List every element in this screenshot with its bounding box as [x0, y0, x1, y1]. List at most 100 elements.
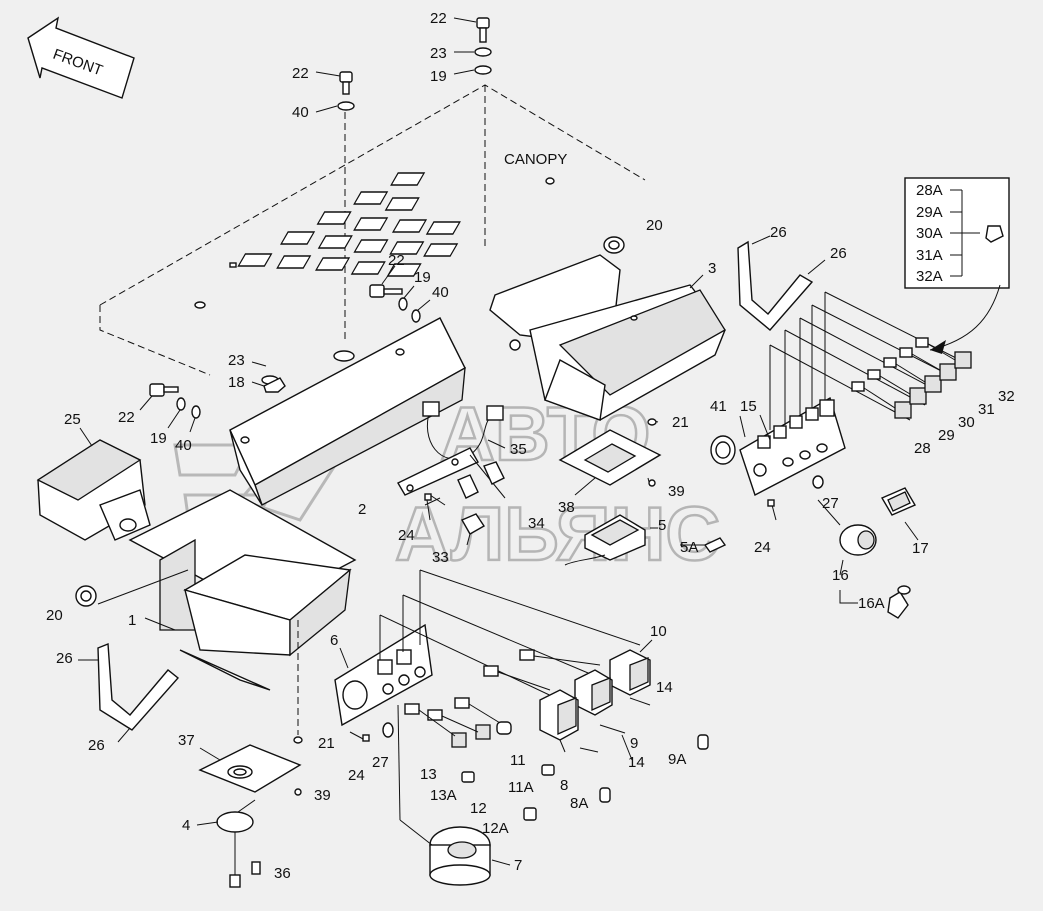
callout-20b: 20 — [646, 217, 663, 234]
callout-21b: 21 — [318, 735, 335, 752]
ignition-16 — [817, 499, 911, 619]
callout-22c: 22 — [388, 252, 405, 269]
callout-25: 25 — [64, 411, 81, 428]
callout-17: 17 — [912, 540, 929, 557]
callout-26c: 26 — [56, 650, 73, 667]
variant-32a: 32A — [916, 268, 943, 285]
callout-1: 1 — [128, 612, 136, 629]
callout-39a: 39 — [668, 483, 685, 500]
callout-7: 7 — [514, 857, 522, 874]
callout-23b: 23 — [228, 352, 245, 369]
screws-14 — [579, 697, 651, 761]
callout-9: 9 — [630, 735, 638, 752]
callout-29: 29 — [938, 427, 955, 444]
small-hardware-21-39 — [293, 418, 657, 796]
channel-26-left — [78, 642, 180, 743]
connector-30 — [883, 357, 942, 393]
callout-24c: 24 — [348, 767, 365, 784]
switch-17 — [880, 487, 919, 541]
callout-12a: 12A — [482, 820, 509, 837]
callout-14a: 14 — [656, 679, 673, 696]
variant-29a: 29A — [916, 204, 943, 221]
tray-38 — [558, 419, 662, 496]
callout-31: 31 — [978, 401, 995, 418]
callout-16: 16 — [832, 567, 849, 584]
callout-28: 28 — [914, 440, 931, 457]
connector-31 — [899, 347, 957, 381]
callout-3: 3 — [708, 260, 716, 277]
canopy-vent-slots — [237, 172, 461, 277]
callout-36: 36 — [274, 865, 291, 882]
callout-18: 18 — [228, 374, 245, 391]
callout-24b: 24 — [754, 539, 771, 556]
variant-28a: 28A — [916, 182, 943, 199]
bolt-22b — [339, 71, 353, 83]
cup-holder-7 — [397, 704, 511, 886]
callout-21a: 21 — [672, 414, 689, 431]
callout-22d: 22 — [118, 409, 135, 426]
bulbs — [461, 721, 709, 821]
connectors-28-32 — [769, 291, 972, 430]
callout-8: 8 — [560, 777, 568, 794]
callout-11a: 11A — [508, 779, 534, 796]
main-bracket-2 — [229, 317, 466, 506]
callout-22a: 22 — [430, 10, 447, 27]
callout-14b: 14 — [628, 754, 645, 771]
callout-35: 35 — [510, 441, 527, 458]
callout-20a: 20 — [46, 607, 63, 624]
lamp-housing-25 — [36, 427, 151, 541]
housing-3 — [489, 236, 726, 421]
watermark-line2: АЛЬЯНС — [395, 492, 720, 577]
connector-29 — [867, 369, 927, 405]
callout-24a: 24 — [398, 527, 415, 544]
callout-23a: 23 — [430, 45, 447, 62]
relay-8 — [539, 689, 579, 753]
callout-19a: 19 — [430, 68, 447, 85]
canopy-label: CANOPY — [504, 151, 567, 168]
variant-31a: 31A — [916, 247, 943, 264]
callout-27b: 27 — [372, 754, 389, 771]
channel-26-right — [737, 235, 826, 331]
callout-34: 34 — [528, 515, 545, 532]
callout-22b: 22 — [292, 65, 309, 82]
top-hardware — [315, 17, 492, 113]
left-bracket-1 — [75, 489, 357, 691]
callout-9a: 9A — [668, 751, 686, 768]
callout-40b: 40 — [432, 284, 449, 301]
callout-33: 33 — [432, 549, 449, 566]
callout-40c: 40 — [175, 437, 192, 454]
callout-38: 38 — [558, 499, 575, 516]
callout-15: 15 — [740, 398, 757, 415]
side-hardware — [139, 265, 431, 433]
canopy-outline: CANOPY — [99, 84, 646, 376]
bulb-variant-labels: 28A 29A 30A 31A 32A — [916, 182, 943, 285]
callout-13: 13 — [420, 766, 437, 783]
bolt-22a — [476, 17, 490, 29]
callout-4: 4 — [182, 817, 190, 834]
connector-28 — [851, 381, 912, 419]
callout-40a: 40 — [292, 104, 309, 121]
callout-32: 32 — [998, 388, 1015, 405]
harness-35 — [397, 401, 506, 546]
callout-27a: 27 — [822, 495, 839, 512]
callout-39b: 39 — [314, 787, 331, 804]
callout-30: 30 — [958, 414, 975, 431]
panel-6 — [334, 569, 641, 738]
relay-10 — [609, 639, 653, 696]
switch-5 — [564, 514, 727, 566]
relay-9 — [574, 669, 613, 716]
callout-37: 37 — [178, 732, 195, 749]
callout-10: 10 — [650, 623, 667, 640]
bulb-variants-box — [904, 177, 1010, 354]
callout-11: 11 — [510, 752, 526, 769]
callout-26d: 26 — [88, 737, 105, 754]
callout-2: 2 — [358, 501, 366, 518]
plate-37 — [198, 744, 302, 793]
connector-32 — [915, 337, 972, 369]
callout-19b: 19 — [414, 269, 431, 286]
fan-4 — [196, 799, 261, 888]
screws-24 — [349, 493, 777, 742]
callout-5a: 5A — [680, 539, 698, 556]
